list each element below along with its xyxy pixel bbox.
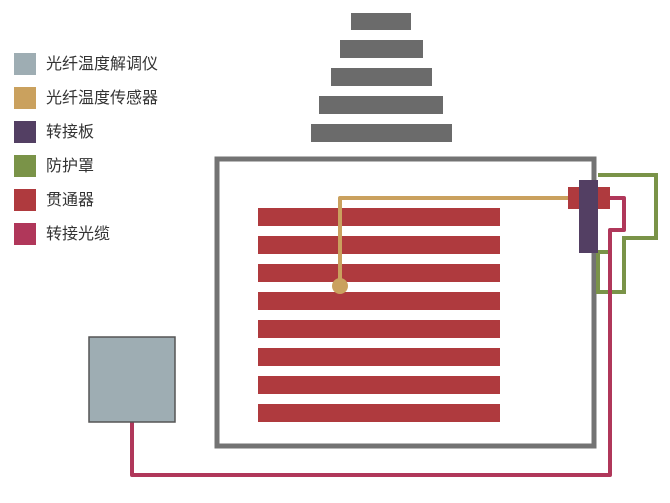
legend-item-adapter-cable: 转接光缆	[14, 222, 158, 247]
winding-bar-2	[258, 236, 500, 254]
winding-bar-6	[258, 348, 500, 366]
legend-swatch-sensor	[14, 87, 36, 110]
winding-bar-5	[258, 320, 500, 338]
legend: 光纤温度解调仪 光纤温度传感器 转接板 防护罩 贯通器 转接光缆	[14, 52, 158, 256]
winding-bar-3	[258, 264, 500, 282]
legend-swatch-demodulator	[14, 53, 36, 76]
bushing-step-3	[331, 68, 432, 86]
bushing-step-2	[340, 40, 423, 58]
sensor-probe	[332, 278, 348, 294]
transformer-tank	[214, 156, 597, 449]
legend-item-adapter-plate: 转接板	[14, 120, 158, 145]
adapter-plate	[579, 180, 598, 253]
legend-swatch-protective-cover	[14, 155, 36, 178]
legend-label-feedthrough: 贯通器	[46, 190, 95, 210]
bushing-step-5	[311, 124, 452, 142]
legend-swatch-feedthrough	[14, 189, 36, 212]
adapter-cable	[130, 196, 626, 477]
winding-bar-1	[258, 208, 500, 226]
legend-item-demodulator: 光纤温度解调仪	[14, 52, 158, 77]
legend-swatch-adapter-cable	[14, 223, 36, 246]
bushing-step-1	[351, 13, 411, 30]
legend-swatch-adapter-plate	[14, 121, 36, 144]
winding-bar-8	[258, 404, 500, 422]
legend-item-feedthrough: 贯通器	[14, 188, 158, 213]
legend-item-sensor: 光纤温度传感器	[14, 86, 158, 111]
legend-label-protective-cover: 防护罩	[46, 156, 95, 176]
sensor-fiber	[338, 196, 575, 286]
windings	[258, 208, 500, 422]
temperature-demodulator	[88, 336, 176, 423]
winding-bar-4	[258, 292, 500, 310]
legend-label-adapter-cable: 转接光缆	[46, 224, 111, 244]
protective-cover	[596, 173, 658, 294]
legend-label-adapter-plate: 转接板	[46, 122, 95, 142]
legend-item-protective-cover: 防护罩	[14, 154, 158, 179]
legend-label-demodulator: 光纤温度解调仪	[46, 54, 159, 74]
winding-bar-7	[258, 376, 500, 394]
bushing	[311, 13, 452, 142]
bushing-step-4	[319, 96, 443, 114]
legend-label-sensor: 光纤温度传感器	[46, 88, 159, 108]
